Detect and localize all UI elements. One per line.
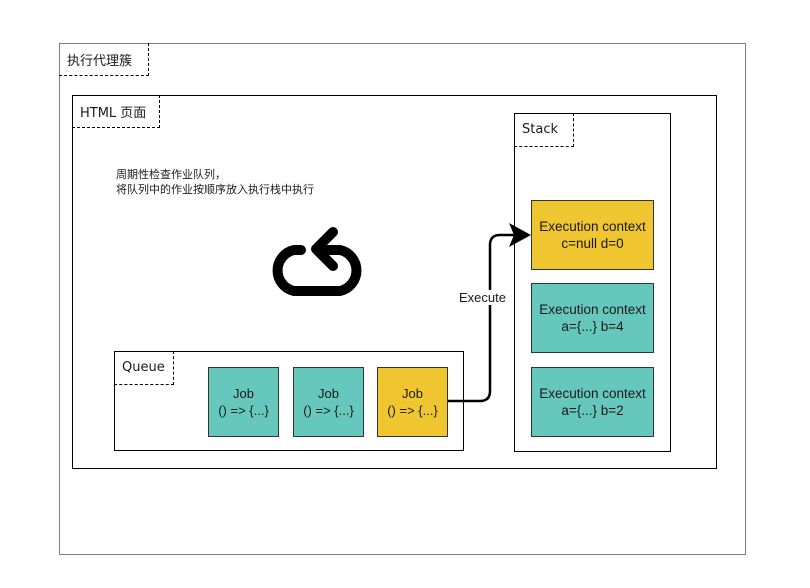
- execution-context-card-top[interactable]: Execution context c=null d=0: [531, 200, 654, 270]
- job-body: () => {...}: [218, 403, 269, 418]
- job-card-active[interactable]: Job () => {...}: [377, 367, 448, 437]
- note-line-1: 周期性检查作业队列，: [116, 168, 226, 181]
- job-body: () => {...}: [387, 403, 438, 418]
- context-title: Execution context: [539, 219, 646, 234]
- stack-label: Stack: [514, 113, 574, 147]
- event-loop-note: 周期性检查作业队列， 将队列中的作业按顺序放入执行栈中执行: [116, 167, 314, 197]
- execution-context-card[interactable]: Execution context a={...} b=4: [531, 283, 654, 353]
- context-body: a={...} b=2: [561, 403, 624, 418]
- context-title: Execution context: [539, 302, 646, 317]
- job-card[interactable]: Job () => {...}: [293, 367, 364, 437]
- context-body: a={...} b=4: [561, 319, 624, 334]
- job-title: Job: [402, 386, 423, 401]
- html-page-container: [72, 95, 717, 469]
- execution-agent-cluster: [59, 43, 746, 555]
- job-body: () => {...}: [303, 403, 354, 418]
- execution-context-card[interactable]: Execution context a={...} b=2: [531, 367, 654, 437]
- context-title: Execution context: [539, 386, 646, 401]
- queue-label: Queue: [114, 351, 174, 385]
- job-title: Job: [318, 386, 339, 401]
- stack-container: [514, 113, 671, 452]
- job-card[interactable]: Job () => {...}: [208, 367, 279, 437]
- execute-edge[interactable]: [448, 233, 516, 403]
- agent-cluster-label: 执行代理簇: [59, 43, 149, 76]
- execute-edge-label: Execute: [458, 290, 507, 305]
- job-title: Job: [233, 386, 254, 401]
- context-body: c=null d=0: [561, 236, 624, 251]
- arrowhead-icon: [509, 223, 531, 247]
- note-line-2: 将队列中的作业按顺序放入执行栈中执行: [116, 183, 314, 196]
- html-page-label: HTML 页面: [72, 95, 160, 128]
- refresh-loop-icon: [272, 227, 362, 296]
